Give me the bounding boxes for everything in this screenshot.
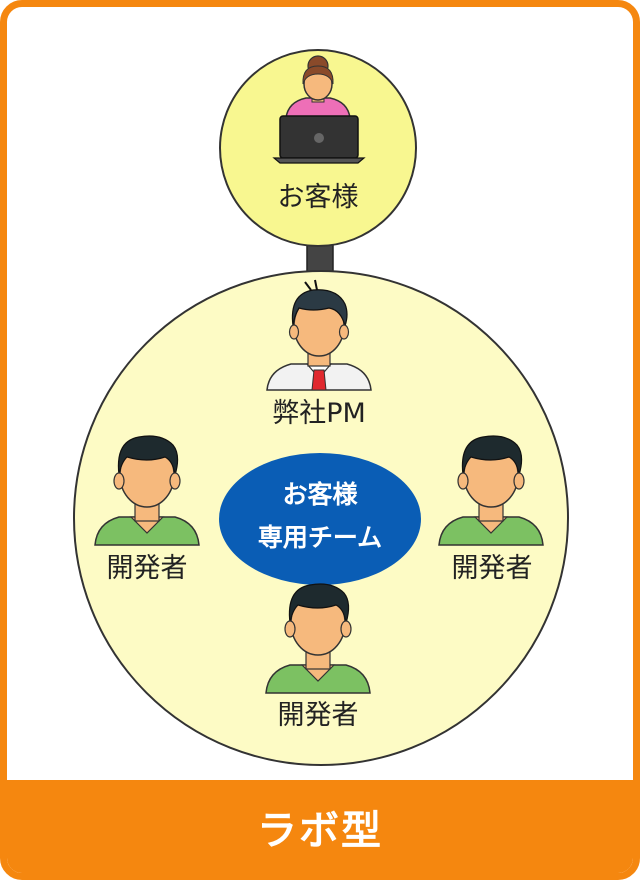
- team-ellipse: [219, 453, 421, 585]
- team-label-line2: 専用チーム: [258, 523, 382, 552]
- developer-left-label: 開発者: [107, 553, 188, 584]
- footer-title: ラボ型: [257, 807, 383, 854]
- team-label-line1: お客様: [282, 480, 358, 509]
- developer-bottom-label: 開発者: [278, 700, 359, 731]
- customer-label: お客様: [278, 182, 359, 213]
- customer-with-laptop-icon: [272, 55, 366, 164]
- pm-label: 弊社PM: [272, 398, 366, 429]
- developer-right-label: 開発者: [452, 553, 533, 584]
- footer-banner: ラボ型: [7, 780, 633, 873]
- project-manager-icon: [266, 279, 372, 391]
